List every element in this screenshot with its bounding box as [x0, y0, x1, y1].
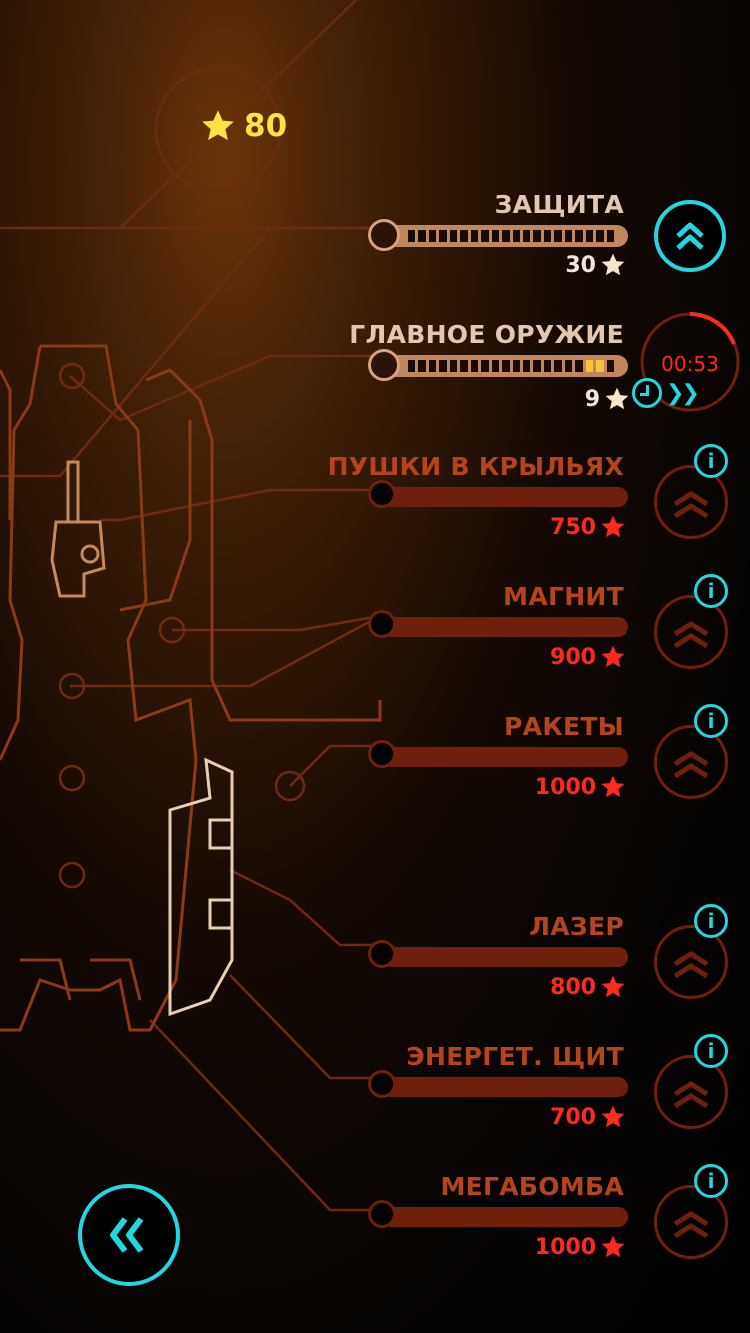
upgrade-row-main-weapon: ГЛАВНОЕ ОРУЖИЕ 9 [0, 320, 750, 440]
star-icon [601, 1105, 625, 1128]
upgrade-price-value: 30 [565, 252, 596, 278]
upgrade-row-laser: ЛАЗЕР 800 i [0, 904, 750, 1032]
fast-forward-icon: ❯❯ [666, 380, 700, 406]
double-chevron-up-icon [673, 491, 709, 519]
star-icon [601, 515, 625, 538]
upgrade-level-bar [368, 1200, 628, 1228]
bar-segments [408, 360, 615, 372]
upgrade-row-megabomb: МЕГАБОМБА 1000 i [0, 1164, 750, 1292]
upgrade-price-value: 900 [550, 644, 596, 670]
double-chevron-up-icon [673, 951, 709, 979]
locked-upgrade-button[interactable] [654, 595, 728, 669]
upgrade-level-bar [368, 1070, 628, 1098]
info-button[interactable]: i [694, 704, 728, 738]
clock-icon [632, 378, 662, 408]
info-button[interactable]: i [694, 904, 728, 938]
upgrade-price: 30 [565, 252, 626, 278]
upgrade-title: МАГНИТ [503, 582, 624, 611]
bar-knob [368, 940, 396, 968]
upgrade-level-bar [368, 219, 628, 251]
upgrade-price: 800 [550, 974, 626, 1000]
star-icon [601, 645, 625, 668]
upgrade-title: ПУШКИ В КРЫЛЬЯХ [327, 452, 624, 481]
upgrade-button[interactable] [654, 200, 726, 272]
upgrade-price-value: 750 [550, 514, 596, 540]
double-chevron-up-icon [676, 222, 704, 250]
upgrade-title: РАКЕТЫ [504, 712, 624, 741]
star-icon [601, 775, 625, 798]
star-icon [601, 253, 625, 276]
bar-segments [408, 230, 615, 242]
back-button[interactable] [78, 1184, 180, 1286]
upgrade-price: 900 [550, 644, 626, 670]
upgrade-price-value: 800 [550, 974, 596, 1000]
bar-knob [368, 1070, 396, 1098]
bar-knob [368, 740, 396, 768]
upgrade-title: ЛАЗЕР [529, 912, 624, 941]
upgrade-level-bar [368, 940, 628, 968]
double-chevron-up-icon [673, 1211, 709, 1239]
locked-upgrade-button[interactable] [654, 725, 728, 799]
speed-up-button[interactable]: ❯❯ [632, 378, 700, 408]
star-icon [202, 110, 234, 141]
double-chevron-up-icon [673, 751, 709, 779]
upgrade-price-value: 9 [584, 386, 600, 412]
info-button[interactable]: i [694, 444, 728, 478]
locked-upgrade-button[interactable] [654, 465, 728, 539]
double-chevron-left-icon [110, 1217, 144, 1253]
upgrade-price-value: 1000 [534, 1234, 596, 1260]
info-button[interactable]: i [694, 574, 728, 608]
upgrade-price: 9 [585, 386, 630, 412]
star-balance: 80 [200, 108, 287, 144]
star-icon [601, 1235, 625, 1258]
double-chevron-up-icon [673, 621, 709, 649]
upgrade-level-bar [368, 349, 628, 381]
locked-upgrade-button[interactable] [654, 1055, 728, 1129]
upgrade-title: ГЛАВНОЕ ОРУЖИЕ [349, 320, 624, 349]
upgrade-row-wing-guns: ПУШКИ В КРЫЛЬЯХ 750 i [0, 444, 750, 572]
upgrade-price: 750 [550, 514, 626, 540]
star-icon [601, 975, 625, 998]
upgrade-price-value: 700 [550, 1104, 596, 1130]
upgrade-row-energy-shield: ЭНЕРГЕТ. ЩИТ 700 i [0, 1034, 750, 1162]
upgrade-row-protection: ЗАЩИТА 30 [0, 190, 750, 310]
upgrade-timer-ring [640, 312, 740, 412]
bar-knob [368, 349, 400, 381]
upgrade-price-value: 1000 [534, 774, 596, 800]
upgrade-row-rockets: РАКЕТЫ 1000 i [0, 704, 750, 832]
upgrade-level-bar [368, 480, 628, 508]
upgrade-title: МЕГАБОМБА [440, 1172, 624, 1201]
star-icon [605, 387, 629, 410]
upgrade-level-bar [368, 610, 628, 638]
bar-knob [368, 480, 396, 508]
locked-upgrade-button[interactable] [654, 925, 728, 999]
upgrade-title: ЗАЩИТА [494, 190, 624, 219]
upgrade-row-magnet: МАГНИТ 900 i [0, 574, 750, 702]
double-chevron-up-icon [673, 1081, 709, 1109]
locked-upgrade-button[interactable] [654, 1185, 728, 1259]
info-button[interactable]: i [694, 1034, 728, 1068]
upgrade-price: 700 [550, 1104, 626, 1130]
bar-knob [368, 610, 396, 638]
upgrade-level-bar [368, 740, 628, 768]
upgrade-price: 1000 [535, 1234, 626, 1260]
upgrade-price: 1000 [535, 774, 626, 800]
bar-knob [368, 219, 400, 251]
upgrade-timer: 00:53 [661, 352, 719, 376]
info-button[interactable]: i [694, 1164, 728, 1198]
bar-knob [368, 1200, 396, 1228]
star-balance-value: 80 [244, 108, 288, 144]
upgrade-title: ЭНЕРГЕТ. ЩИТ [406, 1042, 624, 1071]
